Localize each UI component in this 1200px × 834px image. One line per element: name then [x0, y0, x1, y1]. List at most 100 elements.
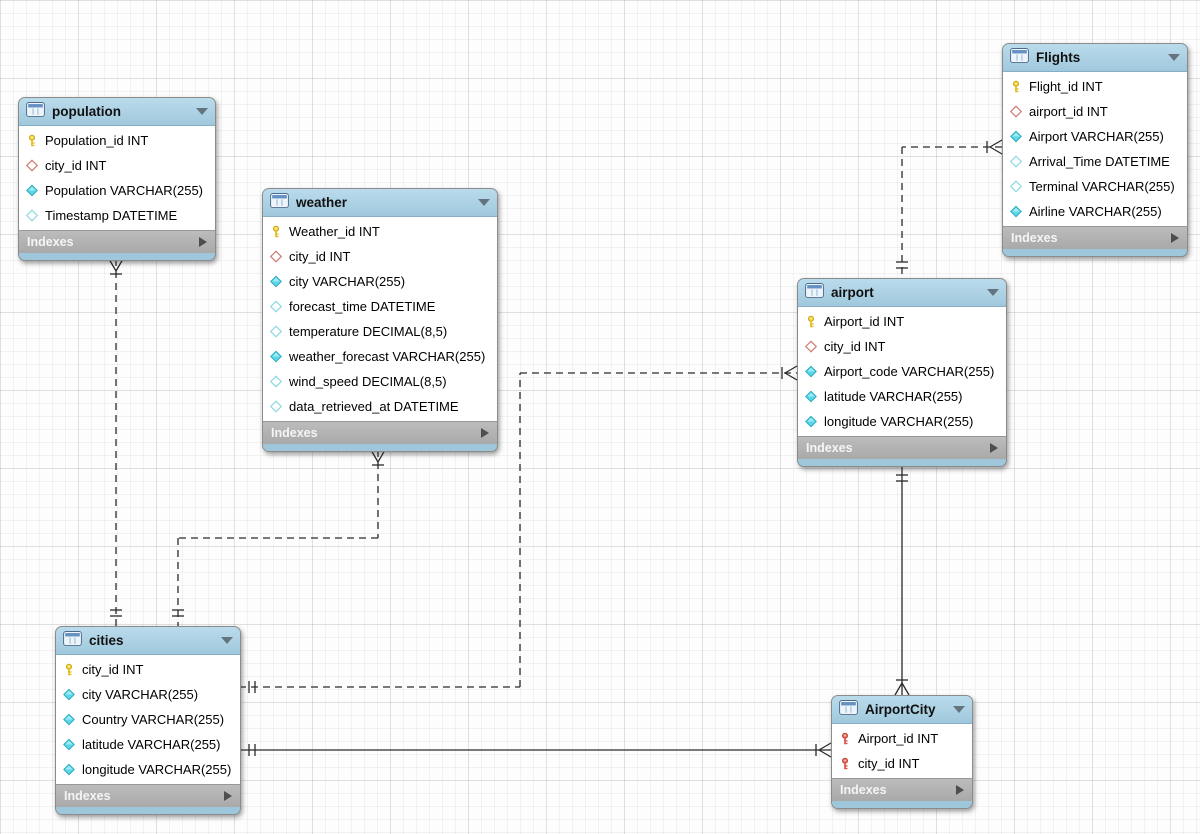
indexes-bar[interactable]: Indexes — [19, 230, 215, 253]
table-title: Flights — [1036, 50, 1081, 65]
primary-foreign-key-icon — [839, 732, 851, 746]
collapse-triangle-icon[interactable] — [478, 199, 490, 206]
column-row[interactable]: Timestamp DATETIME — [19, 203, 215, 228]
column-row[interactable]: Airport_code VARCHAR(255) — [798, 359, 1006, 384]
column-nullable-icon — [270, 400, 282, 414]
collapse-triangle-icon[interactable] — [196, 108, 208, 115]
column-row[interactable]: latitude VARCHAR(255) — [56, 732, 240, 757]
table-airportcity[interactable]: AirportCity Airport_id INT city_id INT I… — [831, 695, 973, 809]
table-header[interactable]: AirportCity — [832, 696, 972, 724]
column-notnull-icon — [1010, 130, 1022, 144]
column-row[interactable]: Weather_id INT — [263, 219, 497, 244]
relationship-population-cities[interactable] — [108, 258, 124, 626]
table-airport[interactable]: airport Airport_id INT city_id INT Airpo… — [797, 278, 1007, 467]
table-cities[interactable]: cities city_id INT city VARCHAR(255) Cou… — [55, 626, 241, 815]
table-title: weather — [296, 195, 348, 210]
column-notnull-icon — [805, 390, 817, 404]
column-row[interactable]: Airport_id INT — [798, 309, 1006, 334]
indexes-bar[interactable]: Indexes — [56, 784, 240, 807]
indexes-bar[interactable]: Indexes — [798, 436, 1006, 459]
column-row[interactable]: Airport VARCHAR(255) — [1003, 124, 1187, 149]
column-row[interactable]: temperature DECIMAL(8,5) — [263, 319, 497, 344]
expand-triangle-icon[interactable] — [199, 237, 207, 247]
column-row[interactable]: airport_id INT — [1003, 99, 1187, 124]
indexes-bar[interactable]: Indexes — [1003, 226, 1187, 249]
column-notnull-icon — [805, 415, 817, 429]
relationship-flights-airport[interactable] — [896, 139, 1003, 278]
indexes-bar[interactable]: Indexes — [832, 778, 972, 801]
table-header[interactable]: cities — [56, 627, 240, 655]
column-label: Airport_code VARCHAR(255) — [824, 364, 995, 379]
column-row[interactable]: Airline VARCHAR(255) — [1003, 199, 1187, 224]
column-row[interactable]: city_id INT — [832, 751, 972, 776]
collapse-triangle-icon[interactable] — [953, 706, 965, 713]
table-footer-strip — [19, 253, 215, 260]
column-row[interactable]: Arrival_Time DATETIME — [1003, 149, 1187, 174]
expand-triangle-icon[interactable] — [990, 443, 998, 453]
table-flights[interactable]: Flights Flight_id INT airport_id INT Air… — [1002, 43, 1188, 257]
column-nullable-icon — [1010, 155, 1022, 169]
column-row[interactable]: Population VARCHAR(255) — [19, 178, 215, 203]
expand-triangle-icon[interactable] — [956, 785, 964, 795]
relationship-cities-airportcity[interactable] — [239, 742, 832, 758]
indexes-bar[interactable]: Indexes — [263, 421, 497, 444]
column-row[interactable]: city_id INT — [263, 244, 497, 269]
column-label: Timestamp DATETIME — [45, 208, 178, 223]
column-row[interactable]: wind_speed DECIMAL(8,5) — [263, 369, 497, 394]
expand-triangle-icon[interactable] — [224, 791, 232, 801]
table-population[interactable]: population Population_id INT city_id INT… — [18, 97, 216, 261]
column-row[interactable]: Terminal VARCHAR(255) — [1003, 174, 1187, 199]
column-row[interactable]: weather_forecast VARCHAR(255) — [263, 344, 497, 369]
indexes-label: Indexes — [840, 783, 887, 797]
column-row[interactable]: latitude VARCHAR(255) — [798, 384, 1006, 409]
relationship-airport-airportcity[interactable] — [894, 465, 910, 696]
column-label: city VARCHAR(255) — [82, 687, 199, 702]
collapse-triangle-icon[interactable] — [1168, 54, 1180, 61]
column-row[interactable]: city_id INT — [56, 657, 240, 682]
column-row[interactable]: Population_id INT — [19, 128, 215, 153]
column-row[interactable]: forecast_time DATETIME — [263, 294, 497, 319]
column-label: longitude VARCHAR(255) — [824, 414, 974, 429]
table-columns: city_id INT city VARCHAR(255) Country VA… — [56, 655, 240, 784]
column-nullable-icon — [1010, 180, 1022, 194]
column-row[interactable]: data_retrieved_at DATETIME — [263, 394, 497, 419]
column-label: airport_id INT — [1029, 104, 1108, 119]
primary-key-icon — [26, 134, 38, 148]
column-notnull-icon — [270, 350, 282, 364]
indexes-label: Indexes — [64, 789, 111, 803]
table-title: AirportCity — [865, 702, 936, 717]
table-header[interactable]: Flights — [1003, 44, 1187, 72]
table-weather[interactable]: weather Weather_id INT city_id INT city … — [262, 188, 498, 452]
relationship-cities-airport[interactable] — [239, 365, 798, 693]
column-label: Population VARCHAR(255) — [45, 183, 203, 198]
column-row[interactable]: Airport_id INT — [832, 726, 972, 751]
column-label: city_id INT — [824, 339, 886, 354]
table-header[interactable]: population — [19, 98, 215, 126]
column-label: weather_forecast VARCHAR(255) — [289, 349, 486, 364]
foreign-key-icon — [805, 340, 817, 354]
column-row[interactable]: city VARCHAR(255) — [56, 682, 240, 707]
table-footer-strip — [832, 801, 972, 808]
table-header[interactable]: weather — [263, 189, 497, 217]
column-row[interactable]: longitude VARCHAR(255) — [56, 757, 240, 782]
column-label: forecast_time DATETIME — [289, 299, 436, 314]
expand-triangle-icon[interactable] — [1171, 233, 1179, 243]
column-row[interactable]: city_id INT — [19, 153, 215, 178]
column-row[interactable]: Country VARCHAR(255) — [56, 707, 240, 732]
table-header[interactable]: airport — [798, 279, 1006, 307]
collapse-triangle-icon[interactable] — [221, 637, 233, 644]
relationship-weather-cities[interactable] — [172, 449, 386, 626]
column-label: city_id INT — [82, 662, 144, 677]
column-label: latitude VARCHAR(255) — [82, 737, 221, 752]
expand-triangle-icon[interactable] — [481, 428, 489, 438]
column-label: wind_speed DECIMAL(8,5) — [289, 374, 447, 389]
collapse-triangle-icon[interactable] — [987, 289, 999, 296]
column-row[interactable]: city_id INT — [798, 334, 1006, 359]
column-row[interactable]: city VARCHAR(255) — [263, 269, 497, 294]
column-row[interactable]: Flight_id INT — [1003, 74, 1187, 99]
column-notnull-icon — [1010, 205, 1022, 219]
column-label: temperature DECIMAL(8,5) — [289, 324, 448, 339]
column-row[interactable]: longitude VARCHAR(255) — [798, 409, 1006, 434]
table-icon — [805, 282, 824, 303]
